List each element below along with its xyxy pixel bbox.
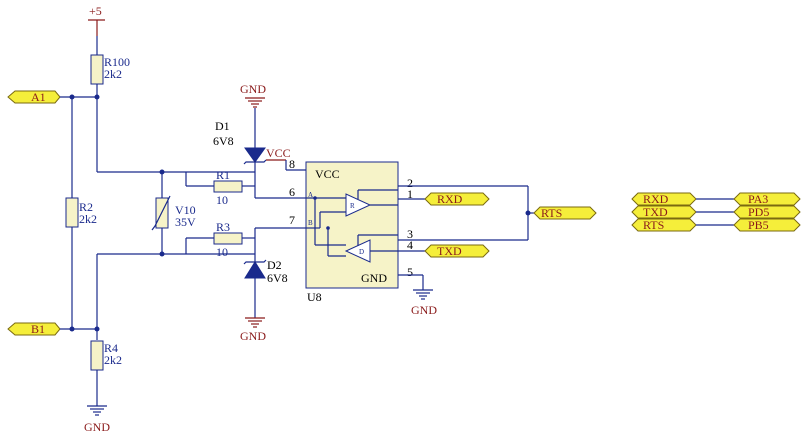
varistor-v10: V10 35V bbox=[151, 195, 196, 231]
port-map-rts[interactable]: RTS bbox=[631, 218, 697, 232]
gnd-symbol-d2: GND bbox=[240, 317, 266, 343]
pin-2: 2 bbox=[407, 176, 413, 190]
r4-ref: R4 bbox=[104, 341, 118, 355]
resistor-r4: R4 2k2 bbox=[90, 340, 122, 371]
pin-1: 1 bbox=[407, 187, 413, 201]
resistor-r2: R2 2k2 bbox=[65, 197, 97, 228]
port-a1[interactable]: A1 bbox=[7, 90, 61, 104]
resistor-r100: R100 2k2 bbox=[90, 54, 130, 85]
pin-3: 3 bbox=[407, 227, 413, 241]
supply-plus5: +5 bbox=[88, 4, 105, 36]
r1-ref: R1 bbox=[216, 168, 230, 182]
vcc-pin-label: VCC bbox=[266, 146, 291, 160]
supply-plus5-label: +5 bbox=[89, 4, 102, 18]
r2-value: 2k2 bbox=[79, 212, 97, 226]
pin-8: 8 bbox=[289, 157, 295, 171]
d1-value: 6V8 bbox=[213, 134, 234, 148]
r100-value: 2k2 bbox=[104, 67, 122, 81]
pin-7: 7 bbox=[289, 213, 295, 227]
port-rxd[interactable]: RXD bbox=[424, 192, 490, 206]
r3-value: 10 bbox=[216, 245, 228, 259]
port-pb5[interactable]: PB5 bbox=[733, 218, 801, 232]
port-rts[interactable]: RTS bbox=[533, 206, 597, 220]
port-map-txd-label: TXD bbox=[643, 205, 668, 219]
ic-vcc-label: VCC bbox=[315, 167, 340, 181]
ic-ref: U8 bbox=[307, 290, 322, 304]
driver-label: D bbox=[359, 248, 364, 256]
ic-u8: VCC GND U8 8 6 7 2 1 3 4 5 A B R D bbox=[289, 157, 413, 304]
r2-ref: R2 bbox=[79, 200, 93, 214]
r100-ref: R100 bbox=[104, 55, 130, 69]
receiver-amp bbox=[345, 193, 372, 217]
r1-value: 10 bbox=[216, 193, 228, 207]
port-a1-label: A1 bbox=[31, 90, 46, 104]
gnd-symbol-u8: GND bbox=[411, 289, 437, 317]
resistor-r1: R1 10 bbox=[213, 168, 243, 207]
port-rts-label: RTS bbox=[541, 206, 562, 220]
gnd-label-d1: GND bbox=[240, 82, 266, 96]
port-rxd-label: RXD bbox=[437, 192, 463, 206]
input-a-label: A bbox=[308, 191, 313, 199]
pin-5: 5 bbox=[407, 265, 413, 279]
input-b-label: B bbox=[308, 219, 313, 227]
r3-ref: R3 bbox=[216, 220, 230, 234]
d2-ref: D2 bbox=[267, 258, 282, 272]
port-pb5-label: PB5 bbox=[748, 218, 769, 232]
ic-gnd-label: GND bbox=[361, 271, 387, 285]
gnd-label-d2: GND bbox=[240, 329, 266, 343]
port-pa3-label: PA3 bbox=[748, 192, 768, 206]
port-txd[interactable]: TXD bbox=[424, 244, 490, 258]
port-pa3[interactable]: PA3 bbox=[733, 192, 801, 206]
gnd-label-u8: GND bbox=[411, 303, 437, 317]
resistor-r3: R3 10 bbox=[213, 220, 243, 259]
port-b1-label: B1 bbox=[31, 322, 45, 336]
receiver-label: R bbox=[350, 202, 355, 210]
d1-ref: D1 bbox=[215, 119, 230, 133]
d2-value: 6V8 bbox=[267, 271, 288, 285]
gnd-symbol-r4: GND bbox=[84, 405, 110, 434]
v10-ref: V10 bbox=[175, 203, 196, 217]
zener-diode-d1: D1 6V8 bbox=[213, 119, 267, 165]
gnd-symbol-d1: GND bbox=[240, 82, 266, 108]
port-b1[interactable]: B1 bbox=[7, 322, 61, 336]
port-txd-label: TXD bbox=[437, 244, 462, 258]
pin-4: 4 bbox=[407, 238, 413, 252]
port-map-rxd-label: RXD bbox=[643, 192, 669, 206]
port-map-rxd[interactable]: RXD bbox=[631, 192, 697, 206]
v10-value: 35V bbox=[175, 215, 196, 229]
r4-value: 2k2 bbox=[104, 353, 122, 367]
zener-diode-d2: D2 6V8 bbox=[243, 258, 288, 285]
port-pd5-label: PD5 bbox=[748, 205, 769, 219]
port-map-txd[interactable]: TXD bbox=[631, 205, 697, 219]
port-map-rts-label: RTS bbox=[643, 218, 664, 232]
pin-6: 6 bbox=[289, 185, 295, 199]
gnd-label-r4: GND bbox=[84, 420, 110, 434]
port-pd5[interactable]: PD5 bbox=[733, 205, 801, 219]
